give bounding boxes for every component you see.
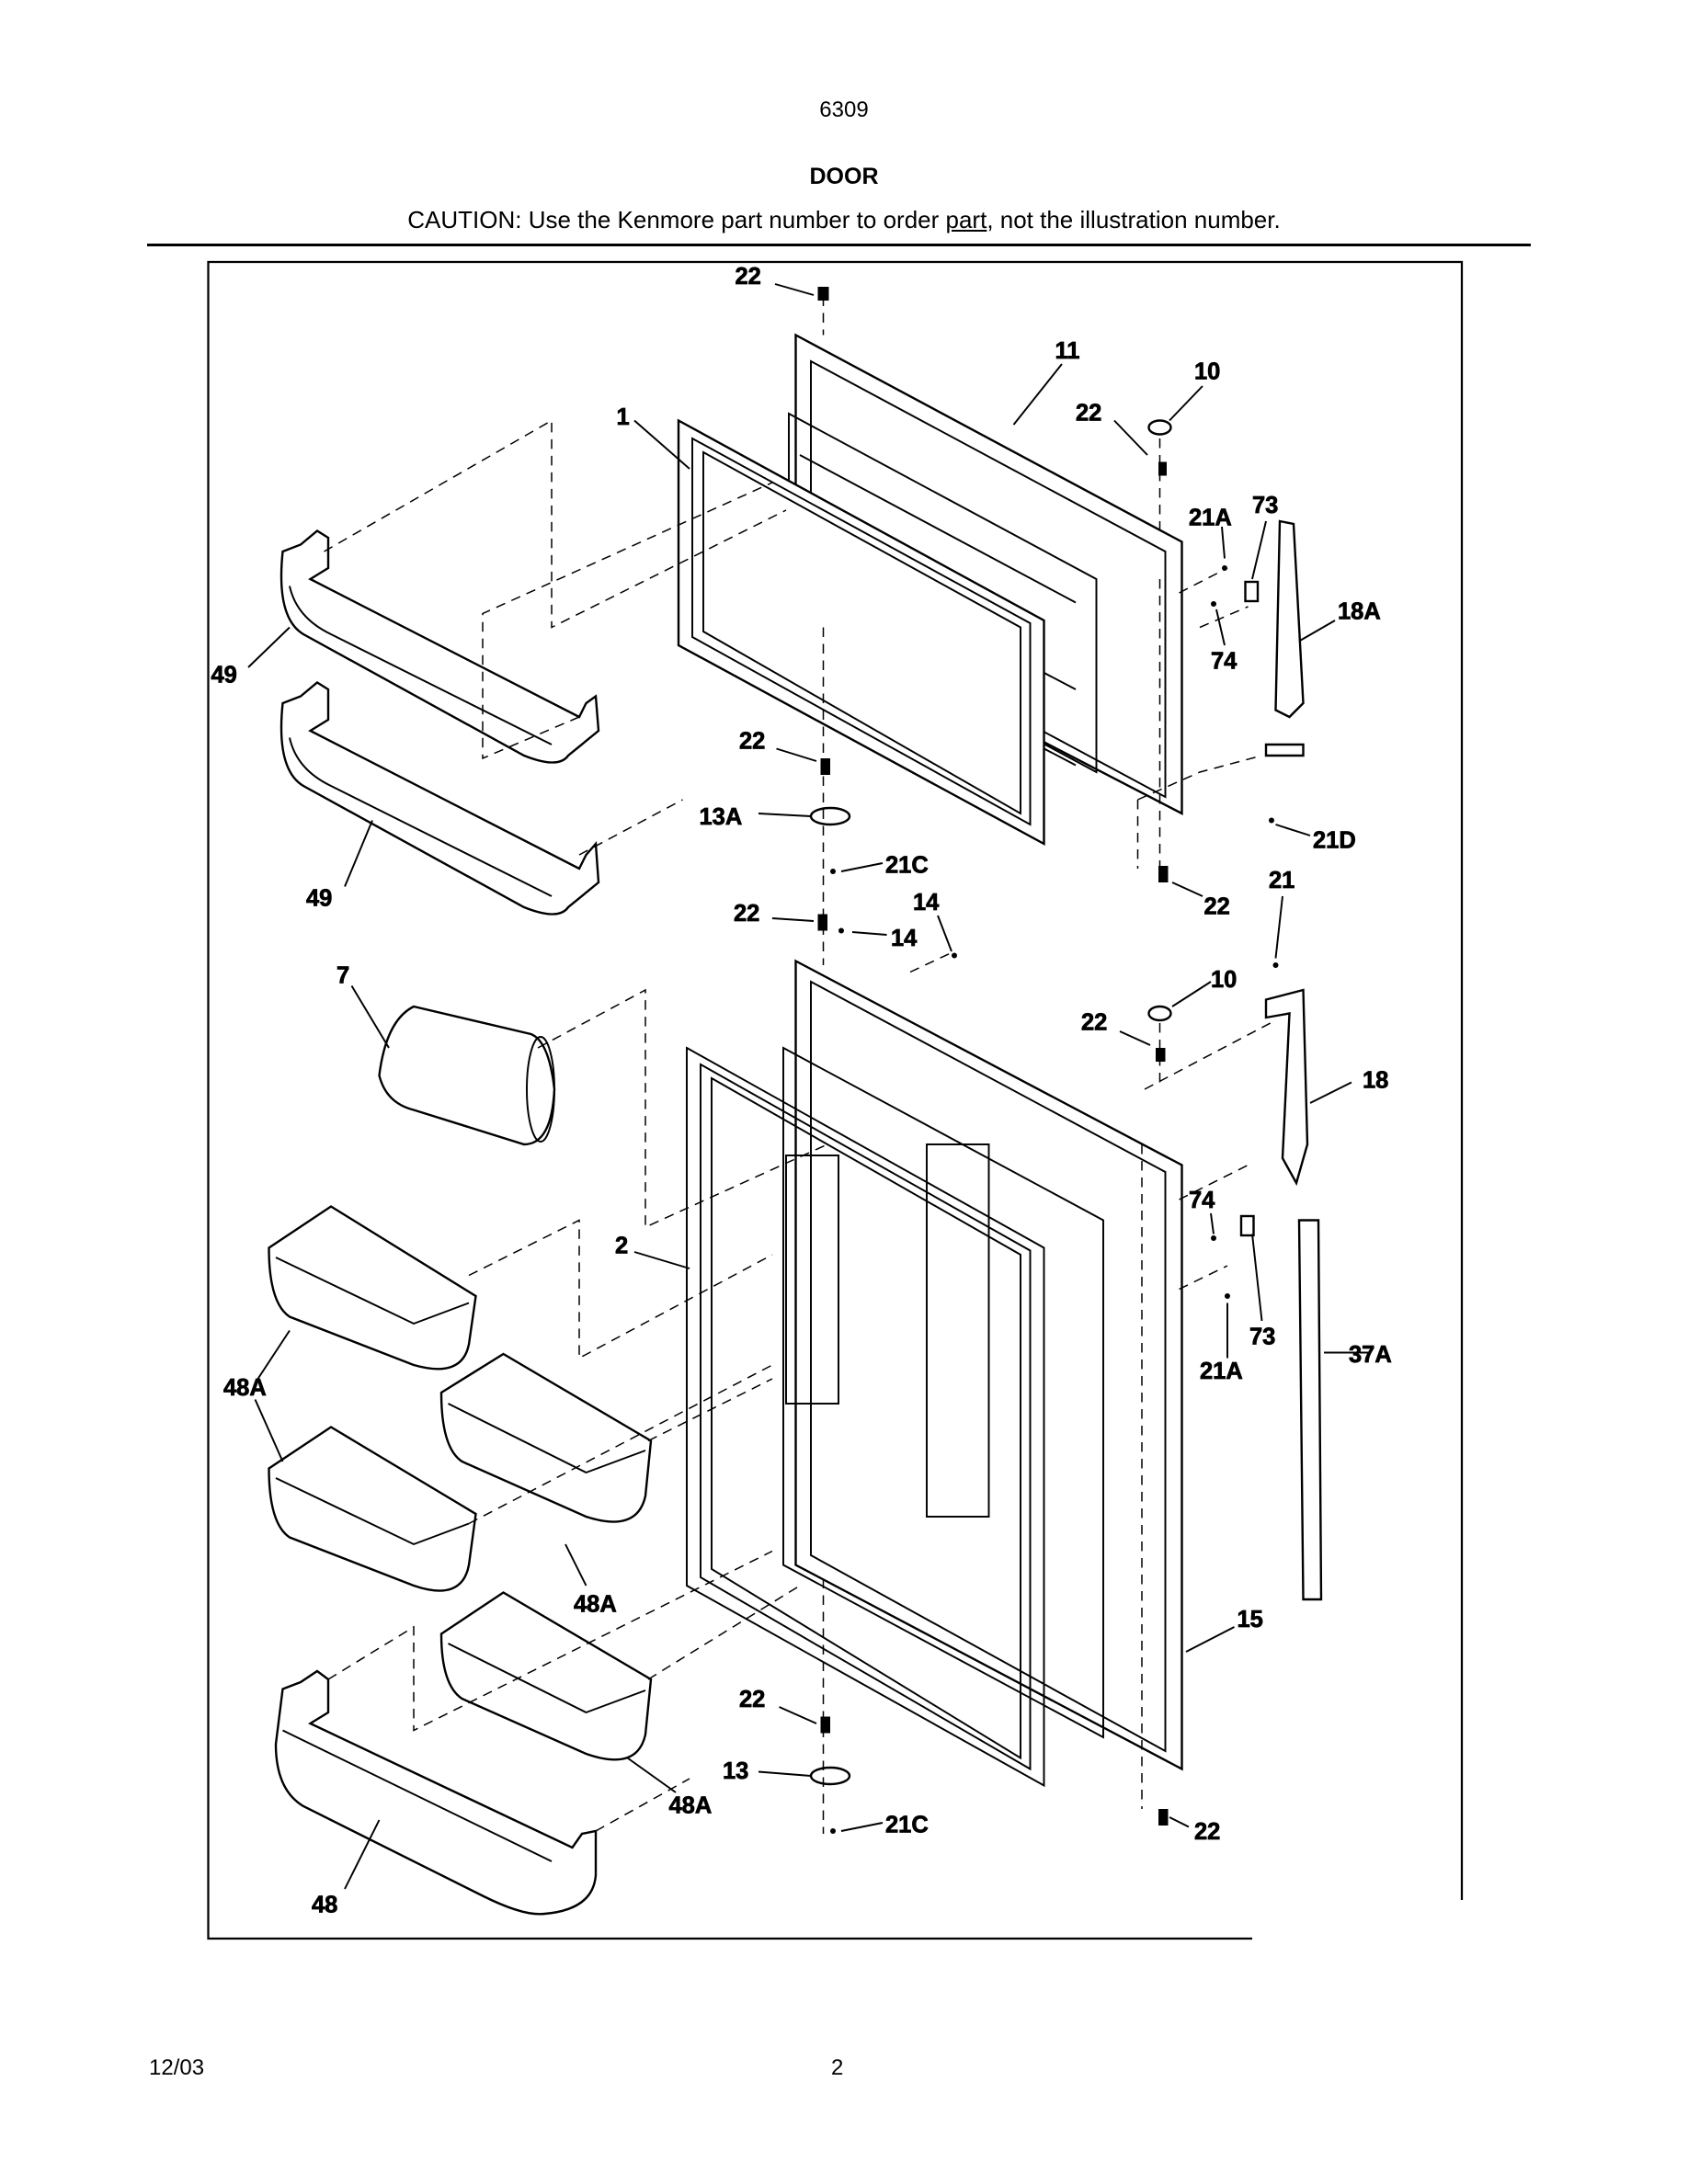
callout-11: 11 bbox=[1055, 338, 1080, 364]
callout-18a: 18A bbox=[1338, 599, 1381, 625]
callout-21: 21 bbox=[1269, 868, 1295, 893]
callout-15: 15 bbox=[1237, 1607, 1263, 1632]
callout-22: 22 bbox=[739, 729, 765, 755]
callout-14: 14 bbox=[891, 926, 918, 951]
callout-10: 10 bbox=[1194, 359, 1220, 385]
callout-48: 48 bbox=[312, 1893, 337, 1918]
callout-49: 49 bbox=[211, 663, 237, 688]
callout-48a: 48A bbox=[223, 1375, 267, 1401]
caution-prefix: CAUTION: Use the Kenmore part number to … bbox=[407, 206, 946, 233]
callout-1: 1 bbox=[617, 404, 630, 430]
assembly-guide-lines bbox=[324, 296, 1276, 1834]
door-bin-48a-4 bbox=[439, 1591, 653, 1761]
callout-22: 22 bbox=[1204, 894, 1230, 920]
door-shelf-49-upper bbox=[279, 529, 600, 764]
callout-21a: 21A bbox=[1200, 1359, 1243, 1384]
callout-73: 73 bbox=[1252, 493, 1278, 518]
door-bin-48a-3 bbox=[268, 1426, 477, 1592]
dairy-canister bbox=[378, 1005, 556, 1146]
callout-74: 74 bbox=[1211, 649, 1237, 675]
header-rule bbox=[147, 244, 1531, 246]
footer-page-number: 2 bbox=[831, 2055, 844, 2080]
hinge-13 bbox=[809, 1766, 851, 1786]
hinge-18a-plate bbox=[1264, 743, 1305, 757]
callout-10: 10 bbox=[1211, 967, 1237, 993]
model-number: 6309 bbox=[819, 97, 869, 122]
callout-21d: 21D bbox=[1313, 828, 1356, 854]
callout-leaders bbox=[247, 283, 1368, 1890]
cap-10-upper bbox=[1147, 419, 1172, 436]
callout-labels: 22 11 10 1 22 21A 73 18A 74 49 22 13A 21… bbox=[211, 264, 1392, 1918]
callout-21c: 21C bbox=[885, 853, 929, 879]
callout-22: 22 bbox=[736, 264, 761, 290]
door-bin-48a-2 bbox=[439, 1352, 653, 1523]
callout-48a: 48A bbox=[574, 1592, 617, 1618]
callout-21c: 21C bbox=[885, 1813, 929, 1838]
callout-22: 22 bbox=[739, 1687, 765, 1712]
caution-text: CAUTION: Use the Kenmore part number to … bbox=[0, 206, 1688, 234]
diagram-frame bbox=[207, 260, 1464, 1940]
cap-10-lower bbox=[1147, 1005, 1172, 1022]
footer-date: 12/03 bbox=[149, 2055, 205, 2080]
callout-7: 7 bbox=[336, 963, 349, 989]
callout-22: 22 bbox=[1081, 1010, 1107, 1036]
fresh-food-door bbox=[782, 959, 1183, 1771]
door-shelf-48 bbox=[274, 1669, 598, 1916]
callout-13a: 13A bbox=[700, 804, 743, 830]
caution-suffix: , not the illustration number. bbox=[987, 206, 1281, 233]
screws bbox=[817, 287, 1279, 1834]
callout-13: 13 bbox=[723, 1758, 748, 1784]
door-bin-48a-1 bbox=[268, 1205, 477, 1371]
hinge-18 bbox=[1264, 988, 1309, 1187]
door-shelf-49-lower bbox=[279, 681, 600, 916]
hinge-18a bbox=[1274, 519, 1305, 719]
callout-49: 49 bbox=[306, 886, 332, 912]
callout-18: 18 bbox=[1363, 1068, 1388, 1094]
callout-21a: 21A bbox=[1189, 506, 1232, 531]
hinge-pin-73-lower bbox=[1239, 1214, 1255, 1237]
callout-14: 14 bbox=[913, 890, 940, 916]
hinge-13a bbox=[809, 806, 851, 826]
callout-37a: 37A bbox=[1349, 1342, 1392, 1368]
freezer-gasket bbox=[677, 418, 1045, 847]
callout-2: 2 bbox=[615, 1234, 628, 1259]
caution-part-link: part bbox=[945, 206, 987, 233]
callout-22: 22 bbox=[734, 901, 759, 927]
trim-37a bbox=[1297, 1219, 1323, 1601]
callout-22: 22 bbox=[1076, 401, 1101, 427]
callout-73: 73 bbox=[1249, 1325, 1275, 1350]
callout-74: 74 bbox=[1189, 1188, 1215, 1213]
callout-48a: 48A bbox=[669, 1793, 713, 1819]
fresh-food-gasket bbox=[686, 1046, 1045, 1788]
callout-22: 22 bbox=[1194, 1819, 1220, 1845]
hinge-pin-73-upper bbox=[1244, 580, 1260, 603]
page-title: DOOR bbox=[809, 164, 879, 189]
